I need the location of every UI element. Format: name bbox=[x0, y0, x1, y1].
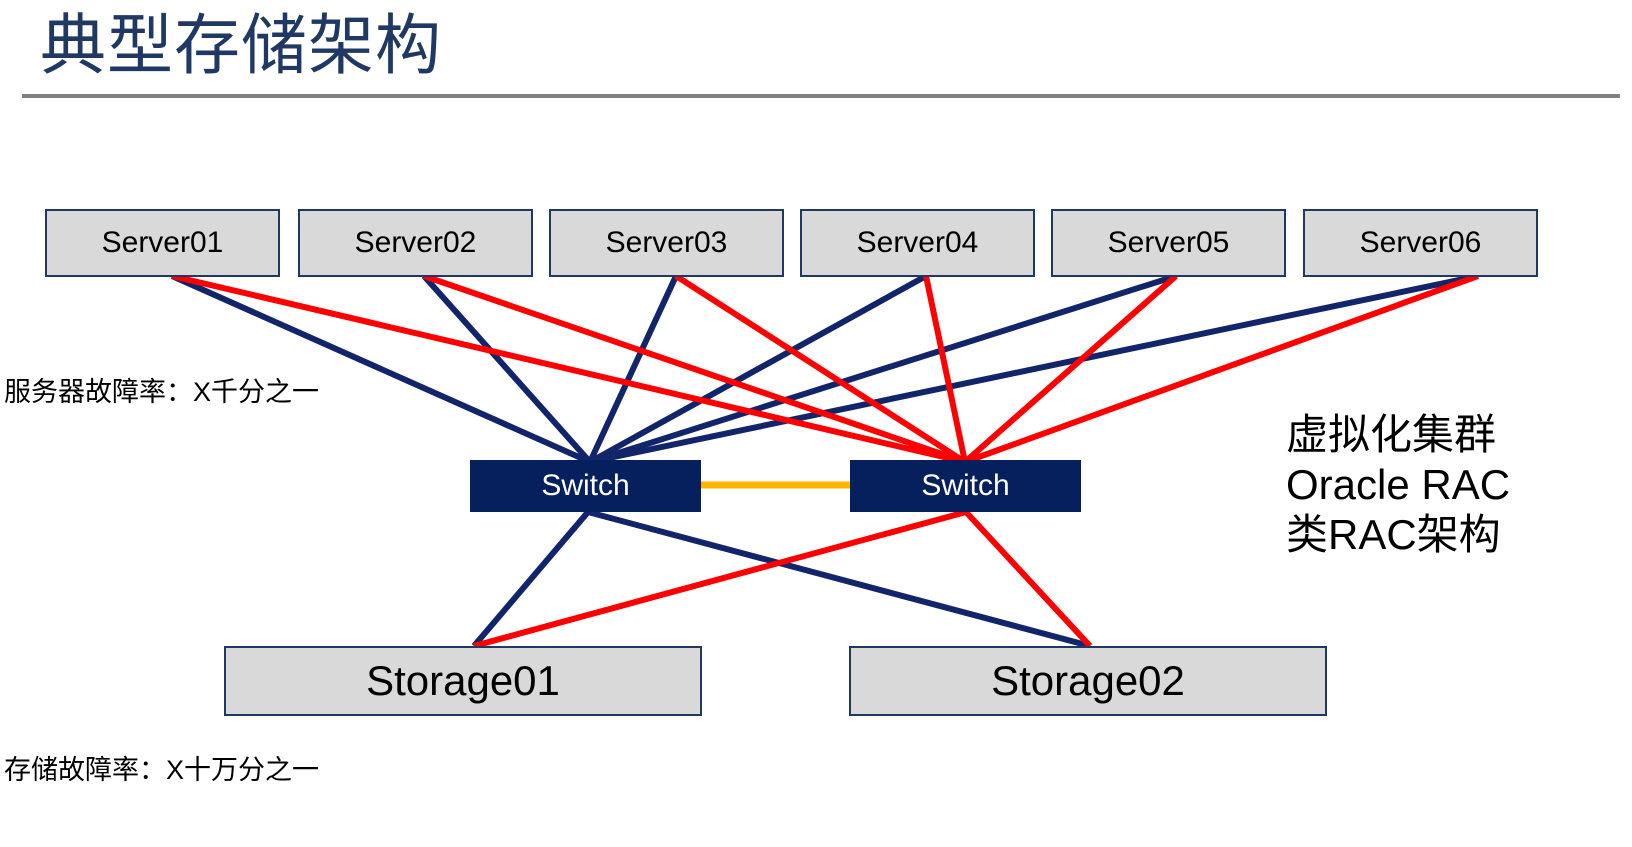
link-server04-switch-a bbox=[588, 273, 928, 465]
node-server01[interactable]: Server01 bbox=[45, 209, 280, 277]
node-server02-label: Server02 bbox=[354, 226, 477, 259]
link-server01-switch-b bbox=[171, 273, 966, 465]
node-server06[interactable]: Server06 bbox=[1303, 209, 1538, 277]
node-storage02-label: Storage02 bbox=[991, 657, 1185, 704]
link-switch-b-storage01 bbox=[473, 509, 967, 649]
server-to-left-switch-links bbox=[170, 273, 1479, 465]
cluster-note-line1: 虚拟化集群 bbox=[1286, 411, 1497, 458]
link-server05-switch-b bbox=[963, 273, 1178, 465]
node-switch-b[interactable]: Switch bbox=[850, 460, 1081, 512]
node-server05[interactable]: Server05 bbox=[1051, 209, 1286, 277]
link-server03-switch-b bbox=[674, 273, 967, 465]
node-switch-a-label: Switch bbox=[541, 469, 630, 502]
node-server06-label: Server06 bbox=[1359, 226, 1482, 259]
link-switch-a-storage01 bbox=[471, 510, 591, 648]
node-server04-label: Server04 bbox=[856, 226, 979, 259]
node-server03-label: Server03 bbox=[605, 226, 728, 259]
cluster-note-line2: Oracle RAC bbox=[1286, 461, 1511, 508]
link-server01-switch-a bbox=[170, 273, 592, 465]
node-server01-label: Server01 bbox=[101, 226, 224, 259]
node-server02[interactable]: Server02 bbox=[298, 209, 533, 277]
switch-to-storage-links bbox=[471, 509, 1093, 649]
node-storage01[interactable]: Storage01 bbox=[224, 646, 702, 716]
link-server03-switch-a bbox=[587, 274, 679, 464]
server-to-right-switch-links bbox=[171, 273, 1480, 465]
cluster-note-line3: 类RAC架构 bbox=[1286, 511, 1501, 558]
node-server05-label: Server05 bbox=[1107, 226, 1230, 259]
node-storage02[interactable]: Storage02 bbox=[849, 646, 1327, 716]
node-switch-b-label: Switch bbox=[921, 469, 1010, 502]
node-switch-a[interactable]: Switch bbox=[470, 460, 701, 512]
link-server04-switch-b bbox=[923, 275, 968, 463]
link-switch-b-storage02 bbox=[963, 509, 1093, 649]
page-title: 典型存储架构 bbox=[40, 8, 442, 82]
link-server02-switch-a bbox=[421, 274, 593, 464]
link-server05-switch-a bbox=[589, 273, 1177, 465]
server-failure-rate-label: 服务器故障率：X千分之一 bbox=[4, 377, 320, 407]
node-server03[interactable]: Server03 bbox=[549, 209, 784, 277]
link-switch-a-storage02 bbox=[587, 509, 1091, 649]
node-server04[interactable]: Server04 bbox=[800, 209, 1035, 277]
title-divider bbox=[22, 94, 1620, 98]
node-storage01-label: Storage01 bbox=[366, 657, 560, 704]
link-server06-switch-b bbox=[963, 273, 1480, 465]
cluster-note: 虚拟化集群 Oracle RAC 类RAC架构 bbox=[1286, 410, 1510, 560]
link-server02-switch-b bbox=[423, 273, 966, 465]
link-server06-switch-a bbox=[589, 273, 1479, 465]
storage-failure-rate-label: 存储故障率：X十万分之一 bbox=[4, 755, 320, 785]
